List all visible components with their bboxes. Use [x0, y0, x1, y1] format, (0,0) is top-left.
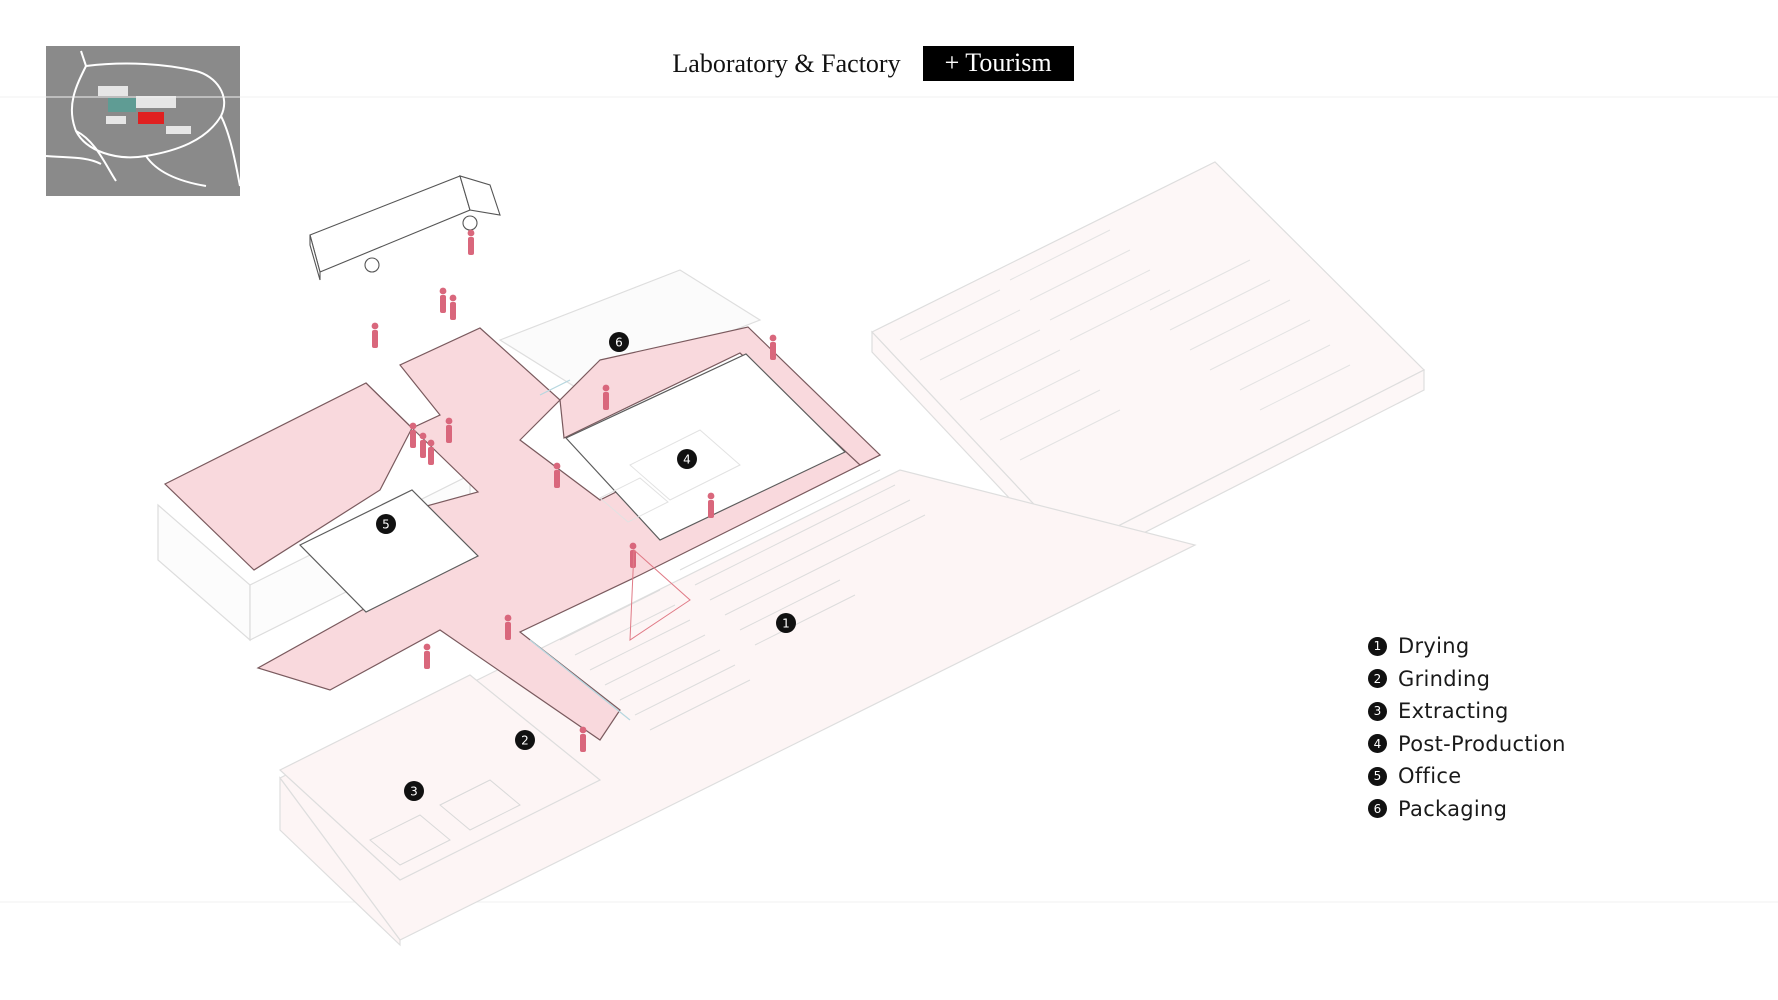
zone-marker-2: 2 — [515, 730, 535, 750]
svg-text:3: 3 — [410, 785, 418, 799]
legend-label: Post-Production — [1398, 731, 1566, 756]
legend-item-drying: 1 Drying — [1368, 630, 1566, 663]
svg-text:5: 5 — [382, 518, 390, 532]
legend-number: 5 — [1368, 766, 1387, 786]
zone-legend: 1 Drying 2 Grinding 3 Extracting 4 Post-… — [1368, 630, 1566, 825]
site-locator-map — [46, 46, 240, 196]
header: Laboratory & Factory + Tourism — [0, 46, 1762, 81]
legend-item-extracting: 3 Extracting — [1368, 695, 1566, 728]
extracting-building — [278, 674, 602, 881]
tourism-tag: + Tourism — [922, 46, 1074, 81]
glass-partitions — [529, 379, 631, 721]
right-building-desks — [899, 229, 1351, 461]
legend-label: Drying — [1398, 634, 1470, 659]
svg-text:2: 2 — [521, 734, 529, 748]
background-lines — [0, 96, 1778, 903]
site-highlight — [138, 112, 164, 124]
legend-label: Packaging — [1398, 796, 1508, 821]
legend-number: 6 — [1368, 799, 1387, 819]
svg-text:4: 4 — [683, 453, 691, 467]
legend-item-post-production: 4 Post-Production — [1368, 728, 1566, 761]
packaging-block — [498, 269, 762, 391]
post-production-room — [565, 353, 847, 541]
visitor-figures — [372, 237, 776, 752]
zone-marker-6: 6 — [609, 332, 629, 352]
legend-number: 3 — [1368, 701, 1387, 721]
zone-marker-4: 4 — [677, 449, 697, 469]
zone-marker-1: 1 — [776, 613, 796, 633]
office-room — [298, 489, 480, 613]
site-map-drawing — [46, 50, 240, 187]
view-cone — [629, 548, 691, 641]
legend-label: Grinding — [1398, 666, 1491, 691]
school-bus — [309, 175, 501, 281]
zone-markers: 1 2 3 4 5 6 — [376, 332, 796, 801]
legend-number: 1 — [1368, 636, 1387, 656]
post-production-equipment — [599, 429, 741, 523]
legend-item-packaging: 6 Packaging — [1368, 793, 1566, 826]
legend-item-office: 5 Office — [1368, 760, 1566, 793]
extracting-equipment — [369, 779, 521, 866]
visitor-heads — [371, 229, 777, 734]
page-title: Laboratory & Factory — [672, 48, 901, 78]
zone-marker-3: 3 — [404, 781, 424, 801]
svg-text:1: 1 — [782, 617, 790, 631]
legend-number: 4 — [1368, 734, 1387, 754]
legend-number: 2 — [1368, 669, 1387, 689]
svg-text:6: 6 — [615, 336, 623, 350]
drying-racks — [559, 469, 926, 731]
legend-label: Office — [1398, 764, 1462, 789]
legend-label: Extracting — [1398, 699, 1509, 724]
zone-marker-5: 5 — [376, 514, 396, 534]
legend-item-grinding: 2 Grinding — [1368, 663, 1566, 696]
